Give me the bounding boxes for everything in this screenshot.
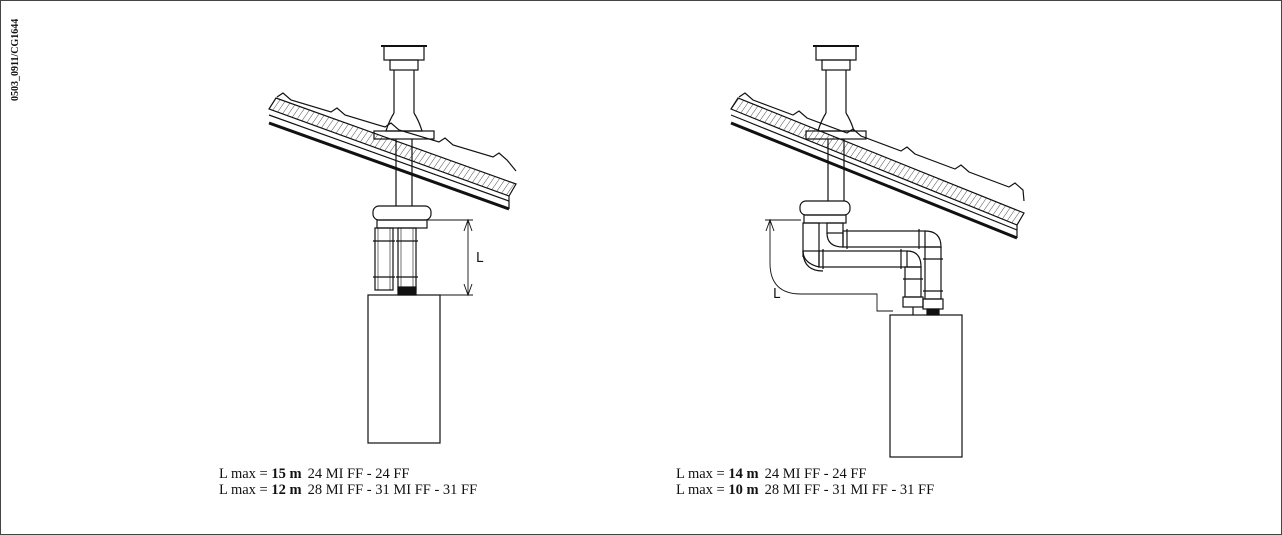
right-caption-row-1: L max = 14 m 24 MI FF - 24 FF	[676, 466, 934, 482]
left-caption-2-models: 28 MI FF - 31 MI FF - 31 FF	[307, 482, 478, 498]
right-caption-1-value: 14 m	[728, 466, 759, 482]
left-caption-2-prefix: L max =	[219, 482, 272, 498]
right-dimension	[765, 218, 893, 312]
right-caption-1-prefix: L max =	[676, 466, 729, 482]
left-twin-pipes	[373, 227, 418, 296]
left-caption: L max = 15 m 24 MI FF - 24 FF L max = 12 …	[219, 466, 477, 498]
left-caption-row-1: L max = 15 m 24 MI FF - 24 FF	[219, 466, 477, 482]
left-caption-1-prefix: L max =	[219, 466, 272, 482]
left-dimension-label: L	[476, 251, 484, 266]
left-roof	[268, 92, 517, 211]
right-caption-2-models: 28 MI FF - 31 MI FF - 31 FF	[764, 482, 935, 498]
right-caption-1-models: 24 MI FF - 24 FF	[764, 466, 867, 482]
right-dimension-label: L	[773, 287, 781, 302]
left-caption-2-value: 12 m	[271, 482, 302, 498]
right-pipes	[802, 222, 944, 316]
right-caption-2-prefix: L max =	[676, 482, 729, 498]
left-caption-1-models: 24 MI FF - 24 FF	[307, 466, 410, 482]
left-terminal	[373, 45, 435, 206]
left-diagram: L	[268, 45, 517, 444]
left-dimension	[421, 218, 473, 297]
right-terminal	[805, 45, 867, 201]
left-splitter	[372, 205, 432, 229]
left-boiler	[367, 294, 441, 444]
left-caption-1-value: 15 m	[271, 466, 302, 482]
left-caption-row-2: L max = 12 m 28 MI FF - 31 MI FF - 31 FF	[219, 482, 477, 498]
right-caption: L max = 14 m 24 MI FF - 24 FF L max = 10 …	[676, 466, 934, 498]
right-splitter	[799, 200, 851, 224]
right-boiler	[889, 314, 963, 458]
right-roof	[730, 92, 1025, 240]
right-diagram: L	[730, 45, 1025, 458]
right-caption-row-2: L max = 10 m 28 MI FF - 31 MI FF - 31 FF	[676, 482, 934, 498]
right-caption-2-value: 10 m	[728, 482, 759, 498]
